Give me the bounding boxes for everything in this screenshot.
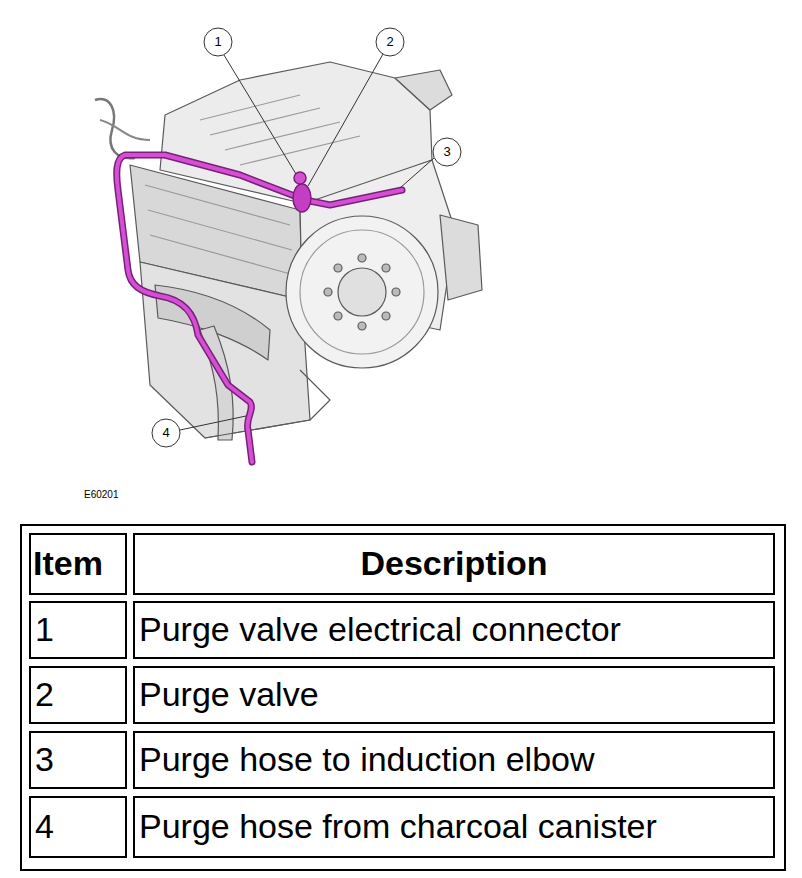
table-cell <box>30 667 126 723</box>
callout-number: 2 <box>376 28 404 56</box>
figure-code: E60201 <box>84 486 164 502</box>
table-cell <box>134 534 774 594</box>
catalyst-housing <box>440 215 482 300</box>
table-cell: Purge valve electrical connector <box>139 604 771 656</box>
parts-table <box>21 525 785 870</box>
callout-circle <box>204 28 232 56</box>
table-cell <box>30 602 126 658</box>
leader-line <box>400 158 434 188</box>
wiring-harness <box>95 99 135 158</box>
table-header: Description <box>137 536 771 592</box>
table-cell: 3 <box>35 734 123 786</box>
leader-line <box>308 54 383 186</box>
table-cell <box>134 797 774 857</box>
callout-number: 4 <box>152 419 180 447</box>
flywheel-hub <box>338 268 386 316</box>
table-outer-border <box>21 525 785 870</box>
flywheel-ring <box>300 230 424 354</box>
table-cell: 1 <box>35 604 123 656</box>
purge-hose <box>117 155 402 462</box>
table-cell <box>134 602 774 658</box>
purge-hose-fill <box>117 155 402 462</box>
table-cell: 2 <box>35 669 123 721</box>
leader-line <box>180 416 246 430</box>
table-cell <box>30 797 126 857</box>
callout-circle <box>152 419 180 447</box>
purge-valve <box>293 184 311 212</box>
table-cell: Purge hose from charcoal canister <box>139 799 771 855</box>
callout-circle <box>376 28 404 56</box>
table-cell: 4 <box>35 799 123 855</box>
flywheel <box>286 216 438 368</box>
throttle-body <box>395 70 452 110</box>
engine-drawing <box>95 62 482 440</box>
table-header: Item <box>33 536 125 592</box>
callout-circles <box>152 28 461 447</box>
table-cell <box>134 667 774 723</box>
leader-lines <box>180 54 434 430</box>
purge-hose-outline <box>117 155 402 462</box>
table-cell: Purge valve <box>139 669 771 721</box>
callout-number: 3 <box>433 138 461 166</box>
leader-line <box>224 55 296 174</box>
table-cell <box>30 732 126 788</box>
table-cell: Purge hose to induction elbow <box>139 734 771 786</box>
callout-circle <box>433 138 461 166</box>
table-cell <box>30 534 126 594</box>
wiring-harness <box>100 120 150 140</box>
intake-runners <box>200 95 360 165</box>
head-detail <box>145 185 294 275</box>
callout-number: 1 <box>204 28 232 56</box>
flywheel-bolts <box>324 254 400 330</box>
table-cell <box>134 732 774 788</box>
